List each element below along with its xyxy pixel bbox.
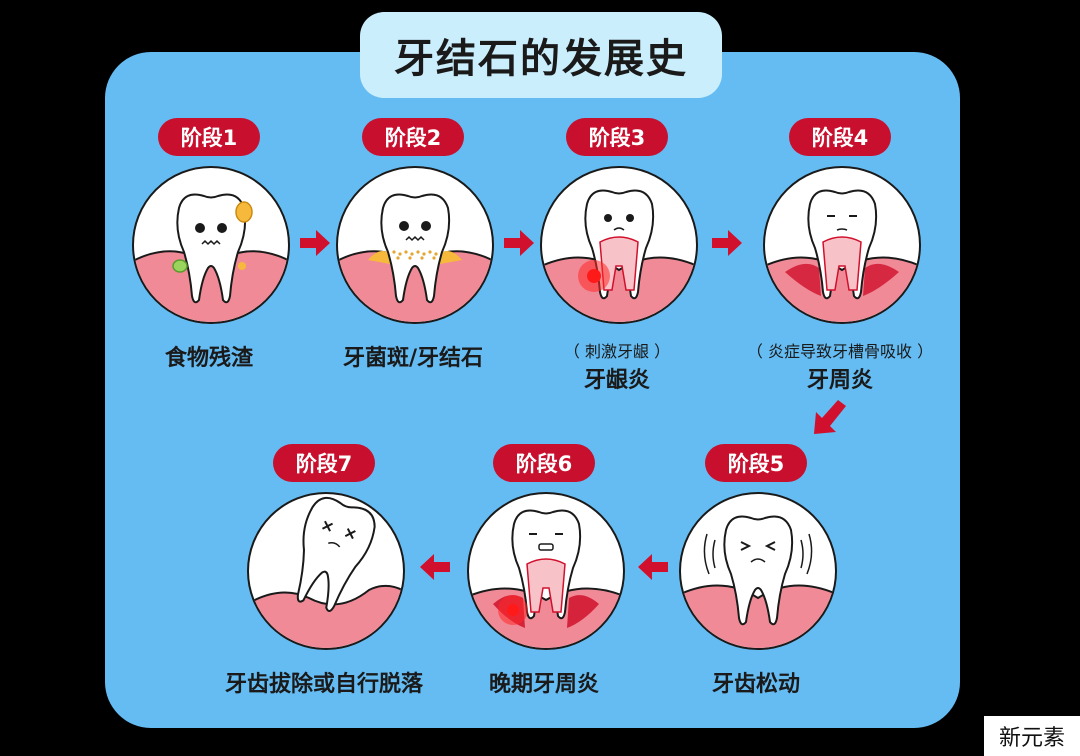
diagram-title: 牙结石的发展史 <box>394 26 688 84</box>
arrow-right-icon <box>504 230 534 256</box>
stage-6-label: 阶段6 <box>493 444 595 482</box>
stage-2-label: 阶段2 <box>362 118 464 156</box>
stage-1-label: 阶段1 <box>158 118 260 156</box>
tooth-periodontitis-icon <box>763 166 921 324</box>
stage-7-caption: 牙齿拔除或自行脱落 <box>184 666 464 698</box>
stage-7-label: 阶段7 <box>273 444 375 482</box>
tooth-gingivitis-icon <box>540 166 698 324</box>
stage-4-subcaption: （ 炎症导致牙槽骨吸收 ） <box>700 338 980 362</box>
stage-3-label: 阶段3 <box>566 118 668 156</box>
stage-3: 阶段3 （ 刺激牙龈 ） 牙龈炎 <box>517 118 717 418</box>
tooth-food-debris-icon <box>132 166 290 324</box>
title-banner: 牙结石的发展史 <box>360 12 722 98</box>
tooth-falling-out-icon <box>247 492 405 650</box>
stage-4-label: 阶段4 <box>789 118 891 156</box>
stage-4: 阶段4 （ 炎症导致牙槽骨吸收 ） 牙周炎 <box>740 118 940 418</box>
stage-7: 阶段7 牙齿拔除或自行脱落 <box>224 444 424 744</box>
stage-4-caption: 牙周炎 <box>700 362 980 394</box>
watermark: 新元素 <box>984 716 1080 756</box>
arrow-right-icon <box>300 230 330 256</box>
tooth-plaque-icon <box>336 166 494 324</box>
arrow-left-icon <box>638 554 668 580</box>
arrow-down-left-icon <box>812 400 848 436</box>
arrow-left-icon <box>420 554 450 580</box>
tooth-late-periodontitis-icon <box>467 492 625 650</box>
stage-5: 阶段5 牙齿松动 <box>656 444 856 744</box>
tooth-loose-icon <box>679 492 837 650</box>
stage-1: 阶段1 食物残渣 <box>109 118 309 418</box>
arrow-right-icon <box>712 230 742 256</box>
stage-5-label: 阶段5 <box>705 444 807 482</box>
stage-6: 阶段6 晚期牙周炎 <box>444 444 644 744</box>
